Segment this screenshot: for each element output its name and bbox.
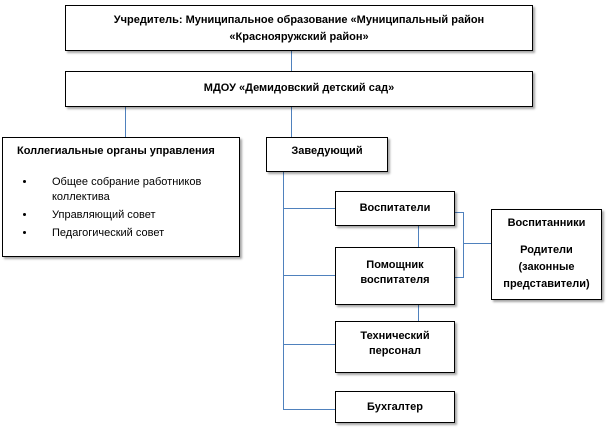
founder-line-1: Учредитель: Муниципальное образование «М… bbox=[113, 14, 485, 26]
pupils-title: Воспитанники bbox=[507, 217, 586, 229]
connector-to-tech bbox=[283, 344, 335, 345]
mdou-box: МДОУ «Демидовский детский сад» bbox=[65, 71, 533, 107]
collegial-item: Педагогический совет bbox=[36, 226, 239, 241]
assistant-line-1: Помощник bbox=[366, 259, 424, 271]
collegial-item: Управляющий совет bbox=[36, 208, 239, 223]
pupils-parents-box: Воспитанники Родители (законные представ… bbox=[491, 209, 602, 300]
collegial-item: Общее собрание работников коллектива bbox=[36, 175, 239, 205]
collegial-list: Общее собрание работников коллектива Упр… bbox=[17, 175, 239, 241]
assistant-line-2: воспитателя bbox=[360, 274, 430, 286]
founder-line-2: «Краснояружский район» bbox=[229, 31, 369, 43]
accountant-label: Бухгалтер bbox=[366, 401, 424, 413]
connector-to-accountant bbox=[283, 409, 335, 410]
technical-staff-box: Технический персонал bbox=[335, 321, 455, 373]
connector-to-educators bbox=[283, 208, 335, 209]
educators-label: Воспитатели bbox=[359, 202, 431, 214]
accountant-box: Бухгалтер bbox=[335, 391, 455, 423]
parents-line-1: Родители bbox=[520, 244, 573, 256]
connector-assistant-right bbox=[455, 277, 463, 278]
tech-line-1: Технический bbox=[360, 330, 430, 342]
educators-box: Воспитатели bbox=[335, 191, 455, 226]
mdou-label: МДОУ «Демидовский детский сад» bbox=[203, 82, 395, 94]
connector-to-pupils bbox=[463, 243, 491, 244]
head-box: Заведующий bbox=[266, 137, 388, 172]
parents-line-2: (законные bbox=[518, 261, 575, 273]
connector-head-trunk bbox=[283, 172, 284, 410]
parents-line-3: представители) bbox=[503, 278, 590, 290]
collegial-title: Коллегиальные органы управления bbox=[17, 145, 215, 157]
collegial-bodies-box: Коллегиальные органы управления Общее со… bbox=[2, 137, 240, 257]
connector-educators-assistant bbox=[418, 226, 419, 247]
connector-mdou-collegial bbox=[125, 107, 126, 137]
connector-bracket-vertical bbox=[463, 212, 464, 278]
connector-founder-mdou bbox=[291, 51, 292, 71]
connector-educators-right bbox=[455, 212, 463, 213]
connector-assistant-tech bbox=[418, 305, 419, 321]
connector-to-assistant bbox=[283, 275, 335, 276]
parents-block: Родители (законные представители) bbox=[492, 242, 601, 293]
founder-box: Учредитель: Муниципальное образование «М… bbox=[65, 5, 533, 51]
assistant-educator-box: Помощник воспитателя bbox=[335, 247, 455, 305]
tech-line-2: персонал bbox=[368, 345, 422, 357]
head-label: Заведующий bbox=[291, 145, 363, 157]
connector-mdou-down bbox=[291, 107, 292, 137]
